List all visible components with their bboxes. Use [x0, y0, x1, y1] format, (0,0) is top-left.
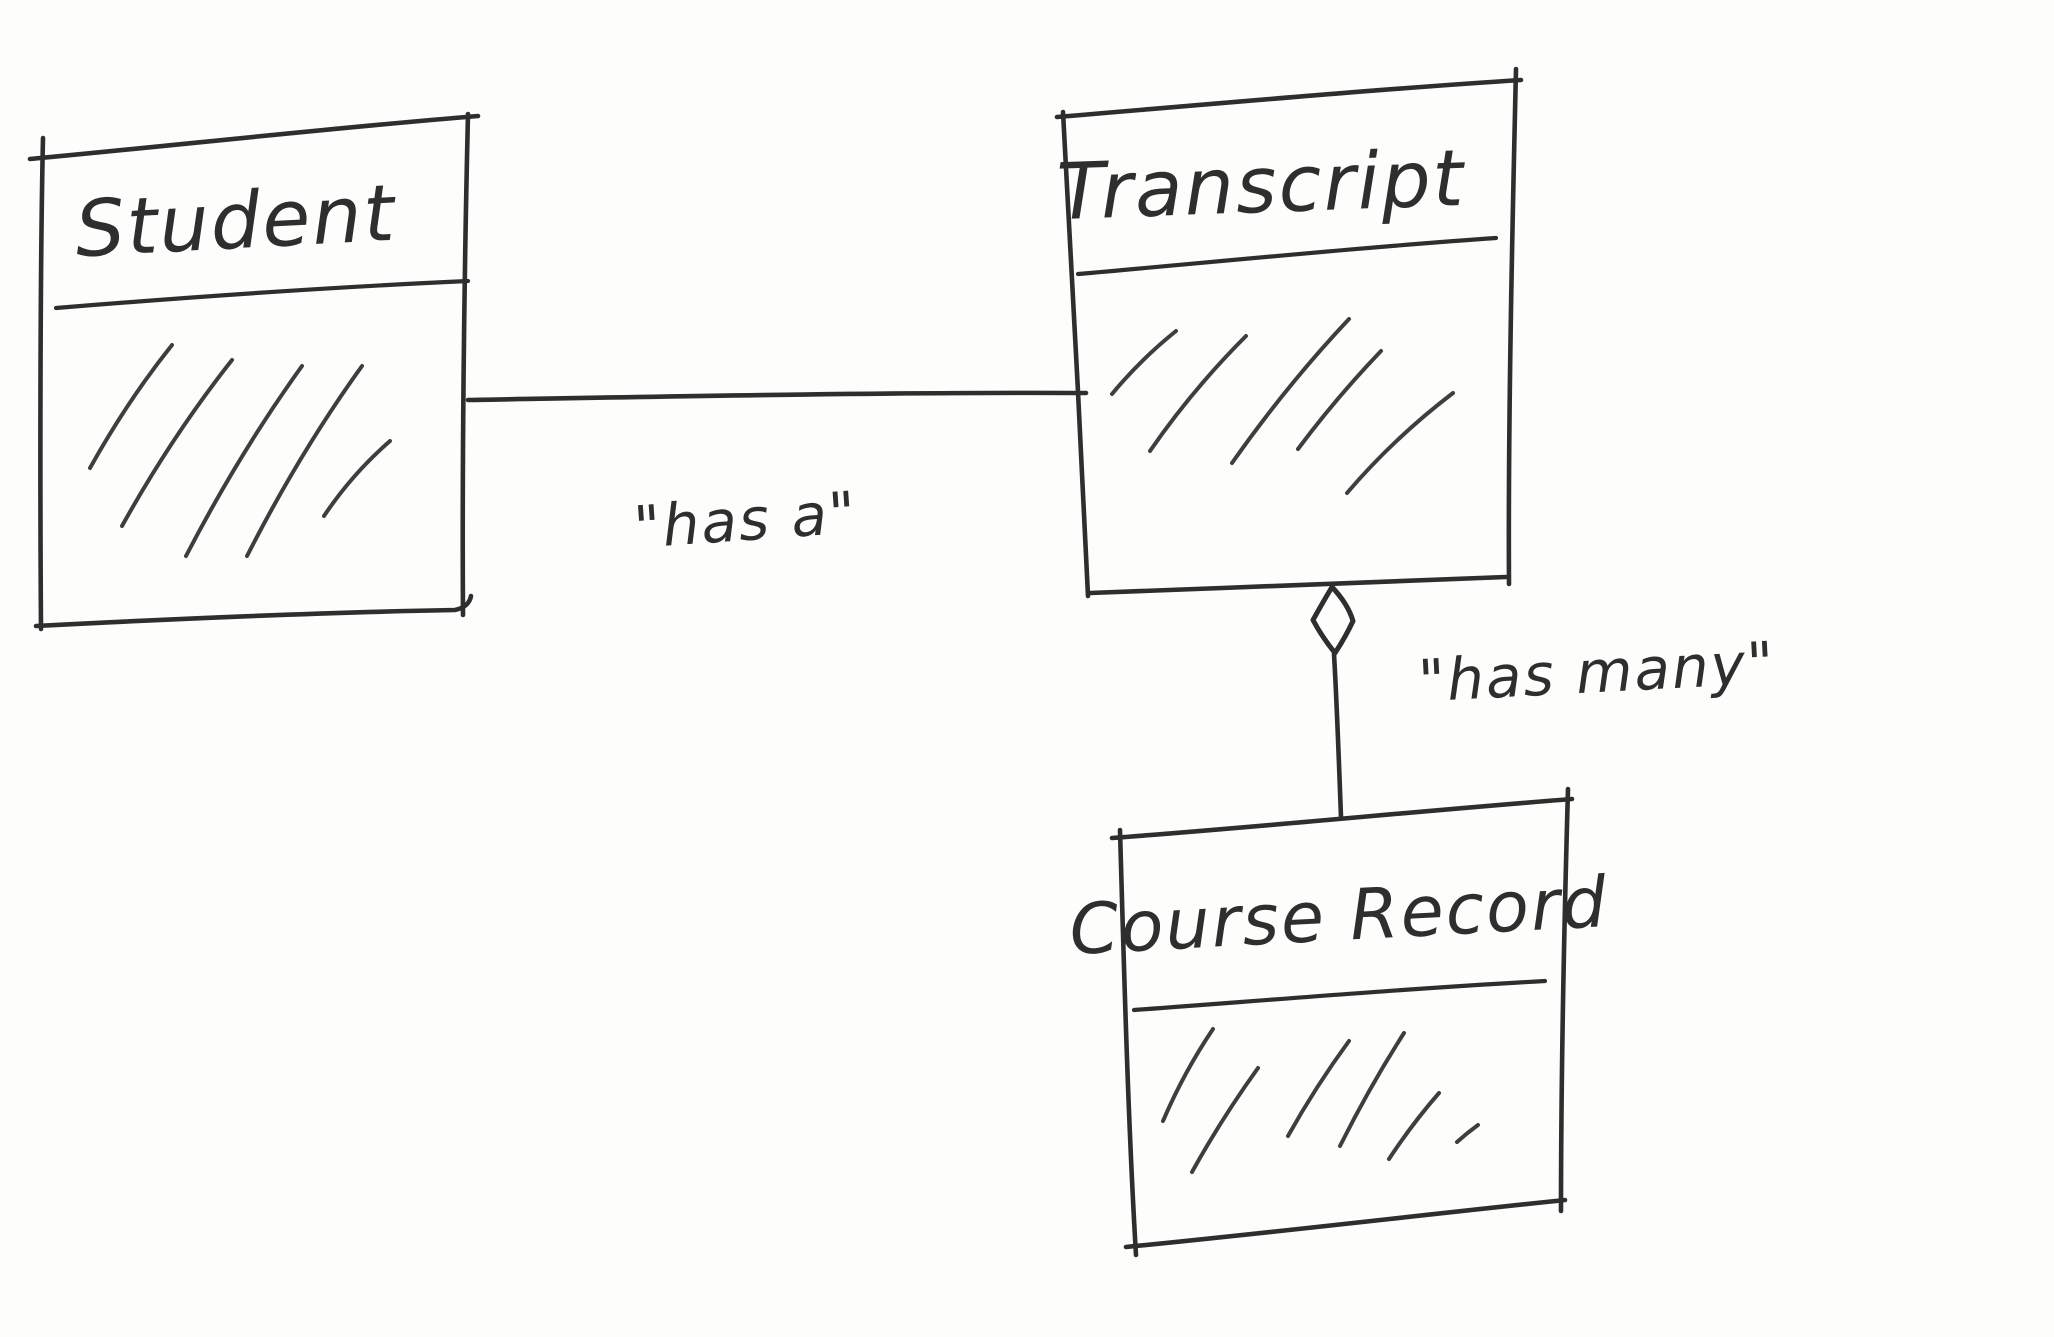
course-record-hatching: [1161, 1027, 1480, 1174]
student-box-right-edge: [460, 111, 471, 618]
transcript-box-top-edge: [1054, 77, 1524, 120]
student-class-name: Student: [73, 169, 399, 276]
has-a-label: "has a": [632, 478, 860, 561]
student-hatching: [88, 343, 392, 558]
course-record-box-left-edge: [1117, 827, 1139, 1258]
course-record-box-top-edge: [1109, 796, 1575, 841]
has-a-association: "has a": [465, 390, 1089, 562]
aggregation-diamond-icon: [1310, 584, 1356, 656]
student-class: Student: [27, 111, 481, 632]
student-box-top-edge: [27, 113, 481, 162]
student-box-left-edge: [38, 135, 46, 632]
transcript-box-right-edge: [1506, 66, 1519, 587]
transcript-class-name: Transcript: [1056, 134, 1468, 238]
course-record-class: Course Record: [1068, 786, 1610, 1258]
transcript-hatching: [1110, 317, 1455, 495]
course-record-box-right-edge: [1558, 786, 1571, 1214]
has-many-aggregation: "has many": [1310, 584, 1778, 820]
transcript-box-left-edge: [1060, 109, 1091, 599]
association-line: [465, 390, 1089, 403]
aggregation-line: [1331, 651, 1344, 820]
transcript-box-bottom-edge: [1087, 574, 1509, 596]
has-many-label: "has many": [1417, 629, 1778, 716]
course-record-compartment-divider: [1131, 978, 1548, 1013]
transcript-compartment-divider: [1075, 235, 1499, 277]
transcript-class: Transcript: [1054, 66, 1524, 599]
course-record-class-name: Course Record: [1068, 861, 1610, 971]
student-box-bottom-edge: [33, 593, 474, 629]
student-compartment-divider: [53, 278, 471, 311]
course-record-box-bottom-edge: [1123, 1197, 1568, 1250]
